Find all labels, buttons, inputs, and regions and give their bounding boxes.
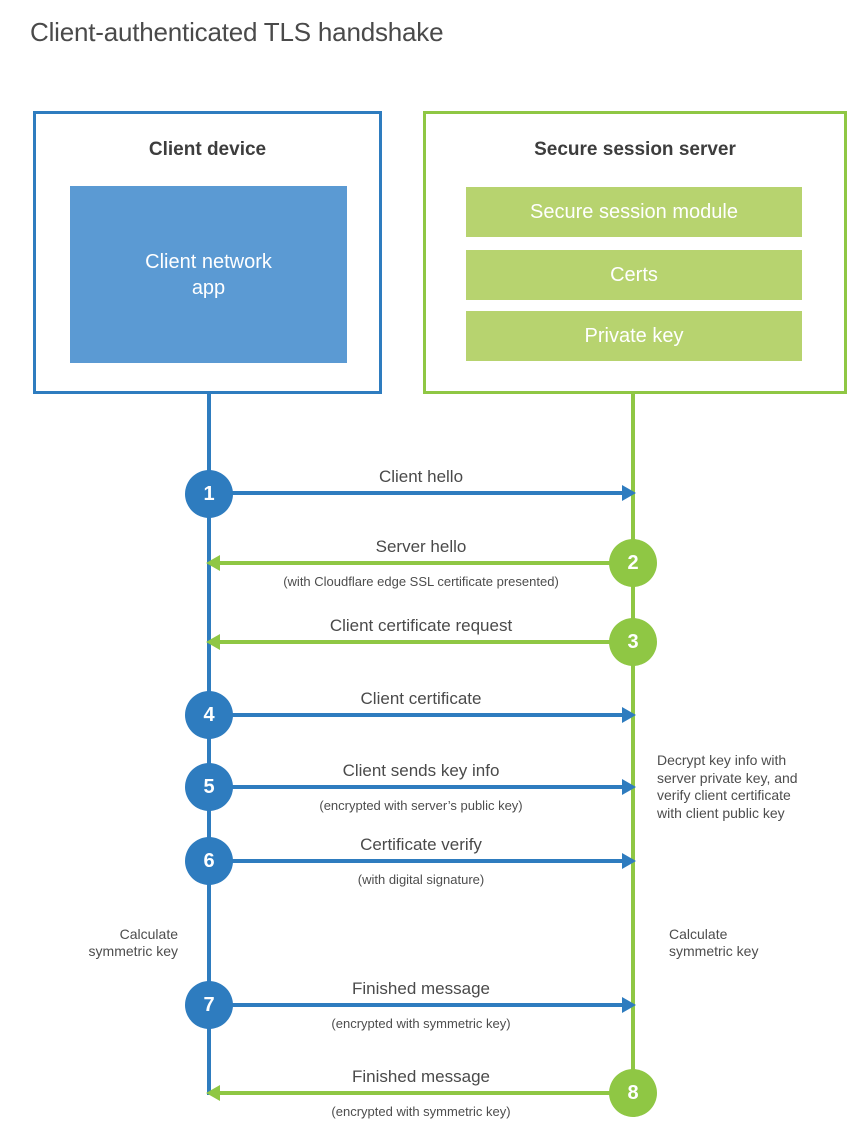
arrow-shaft [209, 491, 623, 495]
step-6-badge: 6 [185, 837, 233, 885]
arrow-shaft [209, 859, 623, 863]
step-2-badge: 2 [609, 539, 657, 587]
step-1-label: Client hello [378, 467, 464, 486]
step-5-label: Client sends key info [342, 761, 500, 780]
server-module-private-key: Private key [466, 311, 802, 361]
arrowhead-left-icon [206, 634, 220, 650]
arrowhead-right-icon [622, 853, 636, 869]
arrowhead-right-icon [622, 997, 636, 1013]
step-8-label: Finished message [352, 1067, 490, 1086]
step-4-label: Client certificate [360, 689, 482, 708]
step-1-badge: 1 [185, 470, 233, 518]
step-6-label: Certificate verify [360, 835, 482, 854]
arrowhead-left-icon [206, 555, 220, 571]
step-6-subtext: (with digital signature) [357, 872, 485, 887]
arrow-shaft [219, 640, 633, 644]
arrowhead-left-icon [206, 1085, 220, 1101]
step-3-badge: 3 [609, 618, 657, 666]
arrowhead-right-icon [622, 707, 636, 723]
step-8-subtext: (encrypted with symmetric key) [331, 1104, 511, 1119]
arrowhead-right-icon [622, 485, 636, 501]
client-network-app-rect: Client network app [70, 186, 347, 363]
step-7-subtext: (encrypted with symmetric key) [331, 1016, 511, 1031]
step-2-label: Server hello [375, 537, 467, 556]
step-7-label: Finished message [352, 979, 490, 998]
step-7-badge: 7 [185, 981, 233, 1029]
server-lifeline [631, 392, 635, 1095]
calculate-symmetric-key-server-note: Calculate symmetric key [669, 926, 759, 959]
arrow-shaft [209, 1003, 623, 1007]
arrow-shaft [219, 561, 633, 565]
calculate-symmetric-key-client-note: Calculate symmetric key [88, 926, 178, 959]
arrowhead-right-icon [622, 779, 636, 795]
server-module-secure-session: Secure session module [466, 187, 802, 237]
server-module-certs: Certs [466, 250, 802, 300]
step-8-badge: 8 [609, 1069, 657, 1117]
step-5-badge: 5 [185, 763, 233, 811]
page-title: Client-authenticated TLS handshake [30, 17, 444, 47]
secure-session-server-title: Secure session server [534, 139, 736, 160]
step-2-subtext: (with Cloudflare edge SSL certificate pr… [283, 574, 559, 589]
decrypt-key-note: Decrypt key info with server private key… [657, 752, 798, 821]
step-4-badge: 4 [185, 691, 233, 739]
arrow-shaft [209, 785, 623, 789]
arrow-shaft [209, 713, 623, 717]
step-5-subtext: (encrypted with server’s public key) [319, 798, 523, 813]
arrow-shaft [219, 1091, 633, 1095]
step-3-label: Client certificate request [329, 616, 513, 635]
client-lifeline [207, 392, 211, 1095]
client-device-title: Client device [148, 139, 267, 160]
